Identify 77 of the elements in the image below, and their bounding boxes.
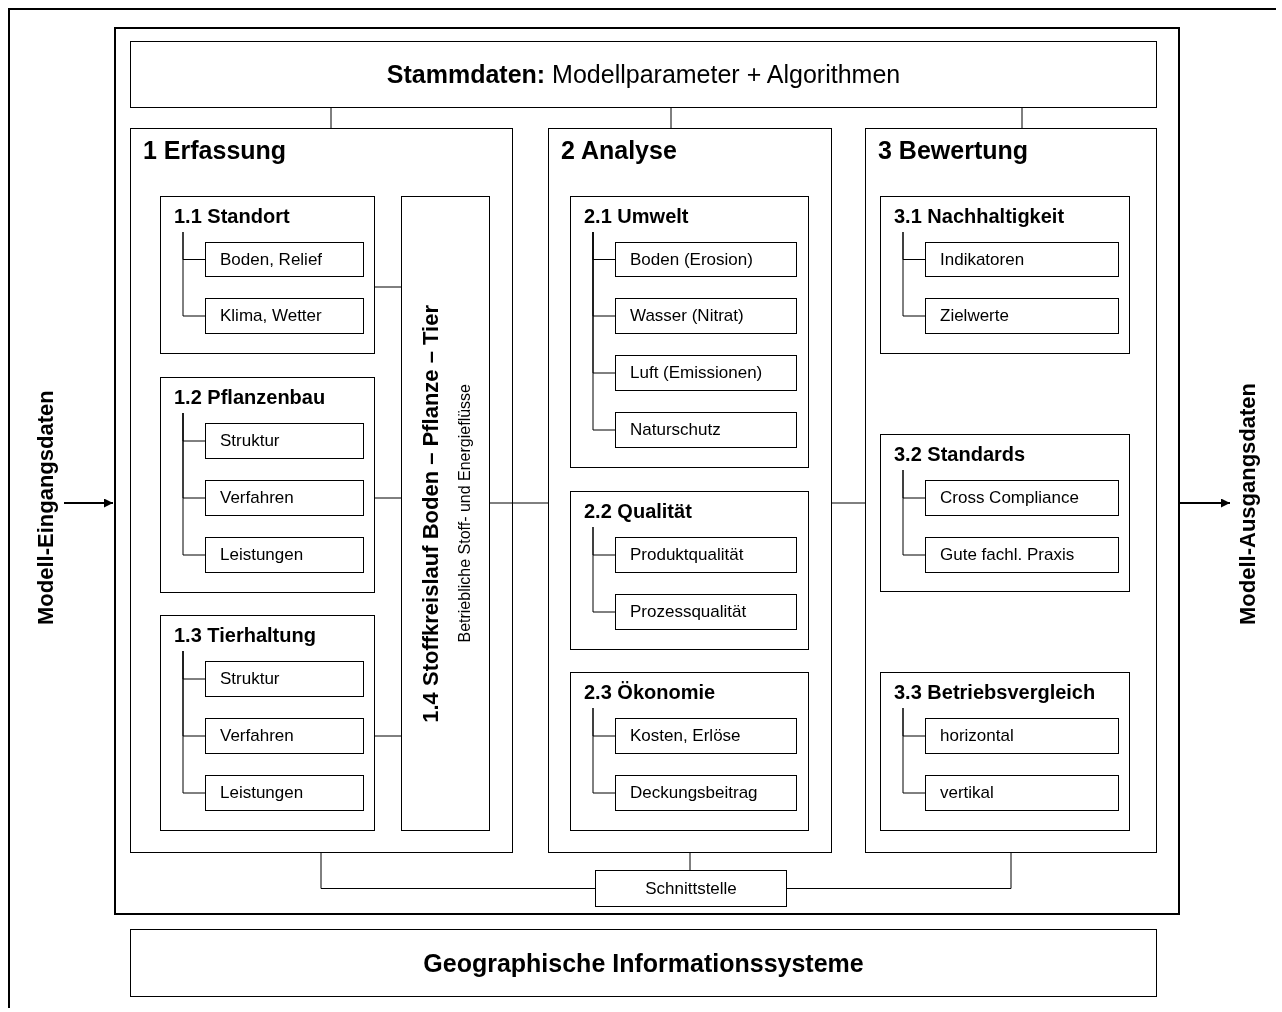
item-box: Leistungen: [205, 775, 364, 811]
section-panel: [865, 128, 1157, 853]
subsection-panel: [570, 196, 809, 468]
vertical-label: Modell-Eingangsdaten: [28, 380, 64, 636]
connector-line: [670, 107, 672, 129]
item-box: Verfahren: [205, 480, 364, 516]
connector-line: [689, 852, 691, 871]
section-heading: 2 Analyse: [561, 136, 677, 165]
item-box: Verfahren: [205, 718, 364, 754]
connector-line: [831, 502, 866, 504]
item-box: Zielwerte: [925, 298, 1119, 334]
item-box: Produktqualität: [615, 537, 797, 573]
arrow: [63, 498, 114, 508]
subsection-panel: [880, 434, 1130, 592]
vertical-subtitle: Betriebliche Stoff- und Energieflüsse: [455, 384, 474, 643]
connector-line: [182, 412, 206, 556]
cycle-panel: [401, 196, 490, 831]
item-box: Boden (Erosion): [615, 242, 797, 277]
connector-line: [489, 502, 549, 504]
item-box: Wasser (Nitrat): [615, 298, 797, 334]
subsection-panel: [880, 196, 1130, 354]
item-box: horizontal: [925, 718, 1119, 754]
connector-line: [374, 735, 402, 737]
item-box: Indikatoren: [925, 242, 1119, 277]
connector-line: [902, 707, 926, 794]
connector-line: [902, 469, 926, 556]
connector-line: [592, 231, 616, 431]
connector-line: [182, 650, 206, 794]
section-panel: [548, 128, 832, 853]
connector-line: [330, 107, 332, 129]
section-heading: 3 Bewertung: [878, 136, 1029, 165]
subsection-heading: 2.3 Ökonomie: [584, 681, 716, 704]
subsection-heading: 1.2 Pflanzenbau: [174, 386, 326, 409]
subsection-heading: 1.3 Tierhaltung: [174, 624, 316, 647]
item-box: Luft (Emissionen): [615, 355, 797, 391]
section-panel: [130, 128, 513, 853]
subsection-panel: [880, 672, 1130, 831]
subsection-heading: 2.1 Umwelt: [584, 205, 689, 228]
connector-line: [374, 497, 402, 499]
item-box: Kosten, Erlöse: [615, 718, 797, 754]
item-box: Deckungsbeitrag: [615, 775, 797, 811]
connector-line: [592, 707, 616, 794]
vertical-title: 1.4 Stoffkreislauf Boden – Pflanze – Tier: [417, 304, 444, 723]
item-box: vertikal: [925, 775, 1119, 811]
connector-line: [374, 286, 402, 288]
connector-line: [320, 852, 596, 889]
section-heading: 1 Erfassung: [143, 136, 287, 165]
item-box: Struktur: [205, 423, 364, 459]
subsection-panel: [160, 615, 375, 831]
item-box: Struktur: [205, 661, 364, 697]
connector-line: [592, 526, 616, 613]
subsection-heading: 3.2 Standards: [894, 443, 1026, 466]
subsection-heading: 3.3 Betriebsvergleich: [894, 681, 1096, 704]
arrow: [1179, 498, 1231, 508]
subsection-panel: [570, 672, 809, 831]
item-box: Boden, Relief: [205, 242, 364, 277]
subsection-panel: [160, 196, 375, 354]
vertical-label: Modell-Ausgangsdaten: [1230, 372, 1266, 636]
connector-line: [786, 852, 1012, 889]
item-box: Prozessqualität: [615, 594, 797, 630]
interface-box: Schnittstelle: [595, 870, 787, 907]
subsection-heading: 2.2 Qualität: [584, 500, 692, 523]
connector-line: [182, 231, 206, 317]
subsection-heading: 3.1 Nachhaltigkeit: [894, 205, 1065, 228]
system-frame: [114, 27, 1180, 915]
connector-line: [1021, 107, 1023, 129]
subsection-panel: [570, 491, 809, 650]
item-box: Gute fachl. Praxis: [925, 537, 1119, 573]
item-box: Cross Compliance: [925, 480, 1119, 516]
footer-banner: Geographische Informationssysteme: [130, 929, 1157, 997]
item-box: Klima, Wetter: [205, 298, 364, 334]
item-box: Leistungen: [205, 537, 364, 573]
header-banner: Stammdaten: Modellparameter + Algorithmen: [130, 41, 1157, 108]
subsection-panel: [160, 377, 375, 593]
subsection-heading: 1.1 Standort: [174, 205, 290, 228]
connector-line: [902, 231, 926, 317]
item-box: Naturschutz: [615, 412, 797, 448]
